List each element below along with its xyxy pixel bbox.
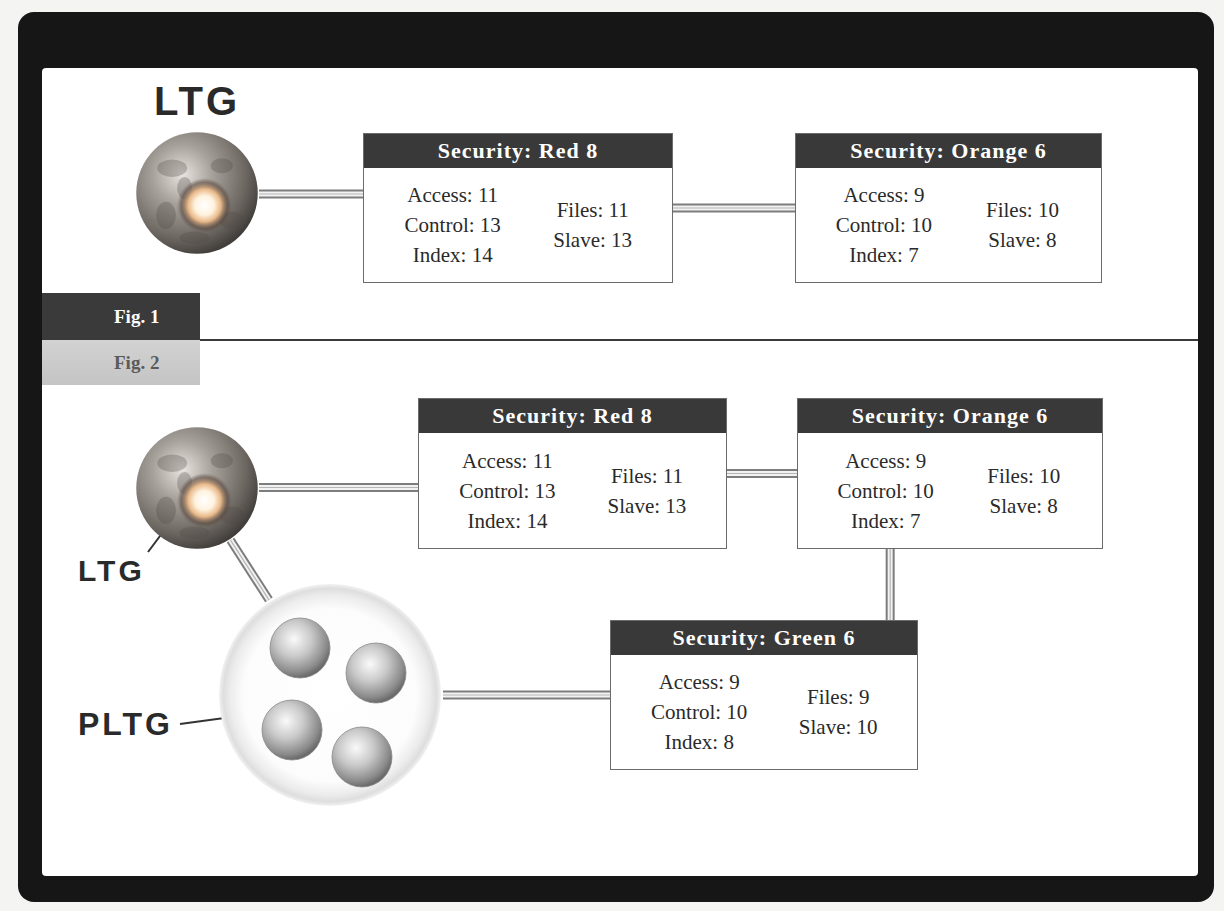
sphere-illustration xyxy=(135,131,259,255)
pipe-fill xyxy=(673,206,795,211)
pipe-connector xyxy=(259,487,418,488)
header-bar: Security: Orange 6 xyxy=(796,134,1101,168)
pltg-glow xyxy=(219,584,441,806)
pipe-core xyxy=(259,487,418,488)
pltg-illustration xyxy=(217,582,443,808)
pltg-ball xyxy=(346,643,406,703)
stat-panel: Access: 9 Control: 10 Index: 7 Files: 10 … xyxy=(798,433,1102,548)
pipe-fill xyxy=(259,485,418,490)
stat-panel: Access: 11 Control: 13 Index: 14 Files: 1… xyxy=(419,433,726,548)
stat-list: Access: 9 Control: 10 Index: 8 xyxy=(640,667,758,757)
pipe-core xyxy=(727,473,797,474)
sphere-illustration xyxy=(135,426,259,550)
sphere-texture xyxy=(156,497,176,524)
sphere-texture xyxy=(157,160,187,177)
pipe-outline xyxy=(259,190,363,199)
pipe-core xyxy=(890,549,891,620)
pipe-fill xyxy=(888,549,893,620)
stat-list: Files: 11 Slave: 13 xyxy=(598,461,697,521)
sphere-texture xyxy=(211,158,233,173)
pipe-connector xyxy=(231,540,269,600)
figure-divider xyxy=(200,339,1198,341)
pipe-fill xyxy=(231,540,269,600)
frame-panel xyxy=(42,68,1198,876)
pipe-outline xyxy=(727,469,797,478)
pipe-connector xyxy=(673,208,795,209)
pipe-fill xyxy=(727,471,797,476)
pipe-outline xyxy=(443,691,610,700)
security-node: Security: Red 8 Access: 11 Control: 13 In… xyxy=(418,398,727,549)
stat-list: Access: 9 Control: 10 Index: 7 xyxy=(825,180,943,270)
pipe-connector xyxy=(890,549,891,620)
frame-border xyxy=(18,12,1214,902)
security-rating: Security: Green 6 xyxy=(673,625,856,651)
sphere-texture xyxy=(156,202,176,229)
figure-tab: Fig. 1 xyxy=(42,293,200,340)
header-bar: Security: Green 6 xyxy=(611,621,917,655)
pipe-core xyxy=(443,694,610,695)
security-rating: Security: Orange 6 xyxy=(850,138,1046,164)
security-node: Security: Orange 6 Access: 9 Control: 10 … xyxy=(795,133,1102,283)
node-label: PLTG xyxy=(78,708,173,740)
figure-label: Fig. 2 xyxy=(114,352,159,374)
pipe-outline xyxy=(886,549,895,620)
figure-tab: Fig. 2 xyxy=(42,340,200,385)
pipe-outline xyxy=(673,204,795,213)
security-node: Security: Red 8 Access: 11 Control: 13 In… xyxy=(363,133,673,283)
pipe-outline xyxy=(231,540,269,600)
stat-panel: Access: 9 Control: 10 Index: 8 Files: 9 S… xyxy=(611,655,917,769)
pipe-outline xyxy=(259,483,418,492)
stat-panel: Access: 11 Control: 13 Index: 14 Files: 1… xyxy=(364,168,672,282)
pipe-fill xyxy=(259,192,363,197)
security-rating: Security: Orange 6 xyxy=(852,403,1048,429)
ltg-sphere: LTG xyxy=(135,426,259,550)
stat-list: Access: 11 Control: 13 Index: 14 xyxy=(449,446,567,536)
header-bar: Security: Red 8 xyxy=(364,134,672,168)
security-node: Security: Orange 6 Access: 9 Control: 10 … xyxy=(797,398,1103,549)
sphere-texture xyxy=(157,455,187,472)
pipe-core xyxy=(259,193,363,194)
security-rating: Security: Red 8 xyxy=(492,403,652,429)
stat-list: Files: 11 Slave: 13 xyxy=(543,195,642,255)
pipe-connector xyxy=(727,473,797,474)
stat-list: Access: 9 Control: 10 Index: 7 xyxy=(827,446,945,536)
pltg-cluster: PLTG xyxy=(217,582,443,808)
node-label: LTG xyxy=(78,556,145,586)
ltg-sphere: LTG xyxy=(135,131,259,255)
pipe-core xyxy=(231,540,269,600)
header-bar: Security: Red 8 xyxy=(419,399,726,433)
header-bar: Security: Orange 6 xyxy=(798,399,1102,433)
pltg-ball xyxy=(332,727,392,787)
sphere-texture xyxy=(211,453,233,468)
security-rating: Security: Red 8 xyxy=(438,138,598,164)
pipe-connector xyxy=(259,194,363,195)
stat-list: Access: 11 Control: 13 Index: 14 xyxy=(394,180,512,270)
stat-panel: Access: 9 Control: 10 Index: 7 Files: 10 … xyxy=(796,168,1101,282)
pipe-connector xyxy=(443,695,610,696)
stat-list: Files: 10 Slave: 8 xyxy=(973,195,1072,255)
stat-list: Files: 9 Slave: 10 xyxy=(789,682,888,742)
pltg-ball xyxy=(262,700,322,760)
sphere-core xyxy=(177,178,232,233)
figure-label: Fig. 1 xyxy=(114,306,159,328)
sphere-body xyxy=(136,132,258,254)
pipe-core xyxy=(673,207,795,208)
security-node: Security: Green 6 Access: 9 Control: 10 I… xyxy=(610,620,918,770)
pipe-fill xyxy=(443,693,610,698)
sphere-texture xyxy=(180,231,210,243)
sphere-core xyxy=(177,473,232,528)
node-label: LTG xyxy=(154,81,240,121)
pltg-ball xyxy=(270,618,330,678)
stat-list: Files: 10 Slave: 8 xyxy=(974,461,1073,521)
sphere-texture xyxy=(180,526,210,538)
sphere-body xyxy=(136,427,258,549)
